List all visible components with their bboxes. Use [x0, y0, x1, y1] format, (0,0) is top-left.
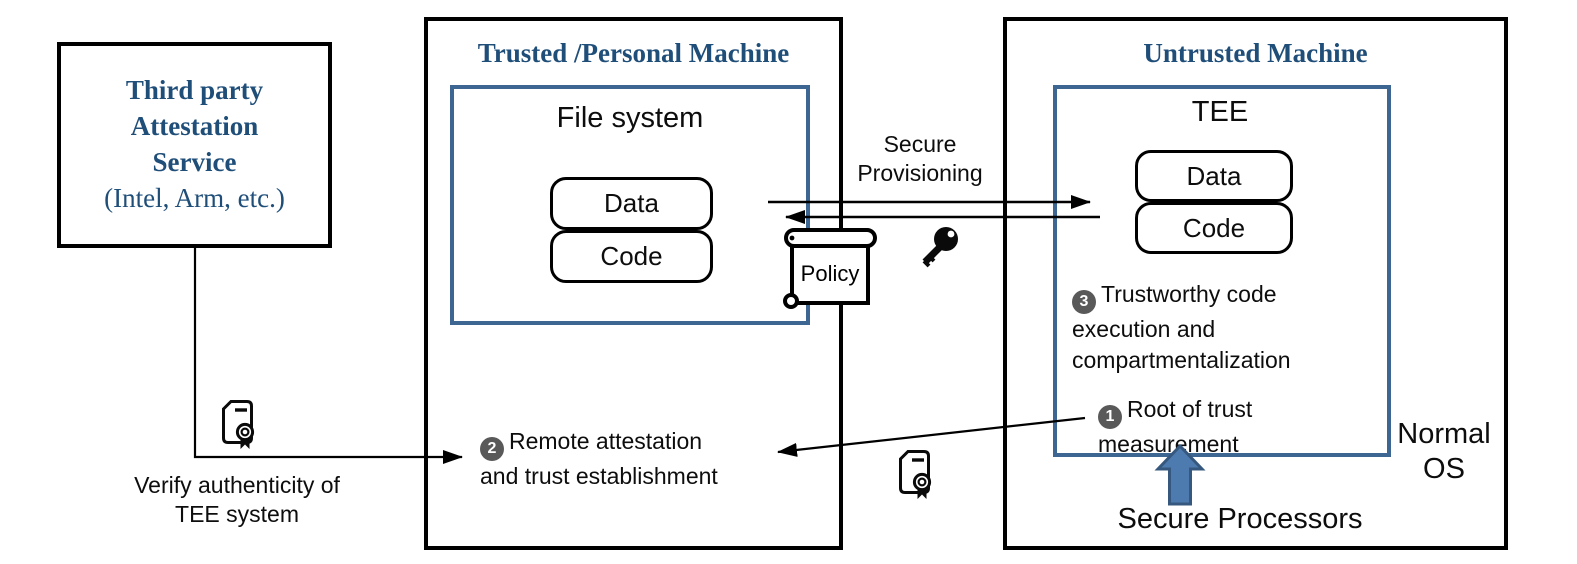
normal-os-label: Normal OS — [1397, 418, 1491, 485]
certificate-icon-right — [899, 450, 932, 499]
certificate-icon-left — [222, 400, 255, 449]
tee-code-box: Code — [1135, 202, 1293, 254]
step-1-badge: 1 — [1098, 404, 1122, 429]
fs-code-label: Code — [600, 241, 663, 271]
fs-data-label: Data — [604, 188, 659, 218]
untrusted-machine-box — [1003, 17, 1508, 550]
file-system-box — [450, 85, 810, 325]
attestation-box-subtitle: (Intel, Arm, etc.) — [104, 183, 285, 213]
fs-data-box: Data — [550, 177, 713, 230]
file-system-label: File system — [556, 102, 704, 134]
attestation-to-step2-arrow — [193, 248, 463, 464]
step-3-text: Trustworthy code execution and compartme… — [1072, 281, 1291, 373]
fs-code-box: Code — [550, 230, 713, 283]
tee-data-label: Data — [1186, 160, 1242, 191]
tee-label: TEE — [1191, 96, 1249, 128]
policy-label: Policy — [800, 261, 860, 286]
step-2-text: Remote attestation and trust establishme… — [480, 428, 718, 489]
tee-code-label: Code — [1182, 212, 1246, 243]
step-2-badge: 2 — [480, 436, 504, 461]
tee-data-box: Data — [1135, 150, 1293, 202]
third-party-attestation-box: Third party Attestation Service (Intel, … — [57, 42, 332, 248]
trusted-machine-title: Trusted /Personal Machine — [477, 38, 790, 68]
key-icon — [922, 227, 958, 268]
secure-provisioning-label: Secure Provisioning — [857, 131, 983, 186]
tee-box — [1053, 85, 1391, 457]
step-1-text: Root of trust measurement — [1098, 396, 1253, 457]
verify-authenticity-label: Verify authenticity of TEE system — [134, 472, 340, 527]
secure-processors-label: Secure Processors — [1117, 503, 1363, 535]
step-3-badge: 3 — [1072, 289, 1096, 314]
untrusted-machine-title: Untrusted Machine — [1143, 38, 1368, 68]
attestation-box-title: Third party Attestation Service — [125, 75, 264, 177]
